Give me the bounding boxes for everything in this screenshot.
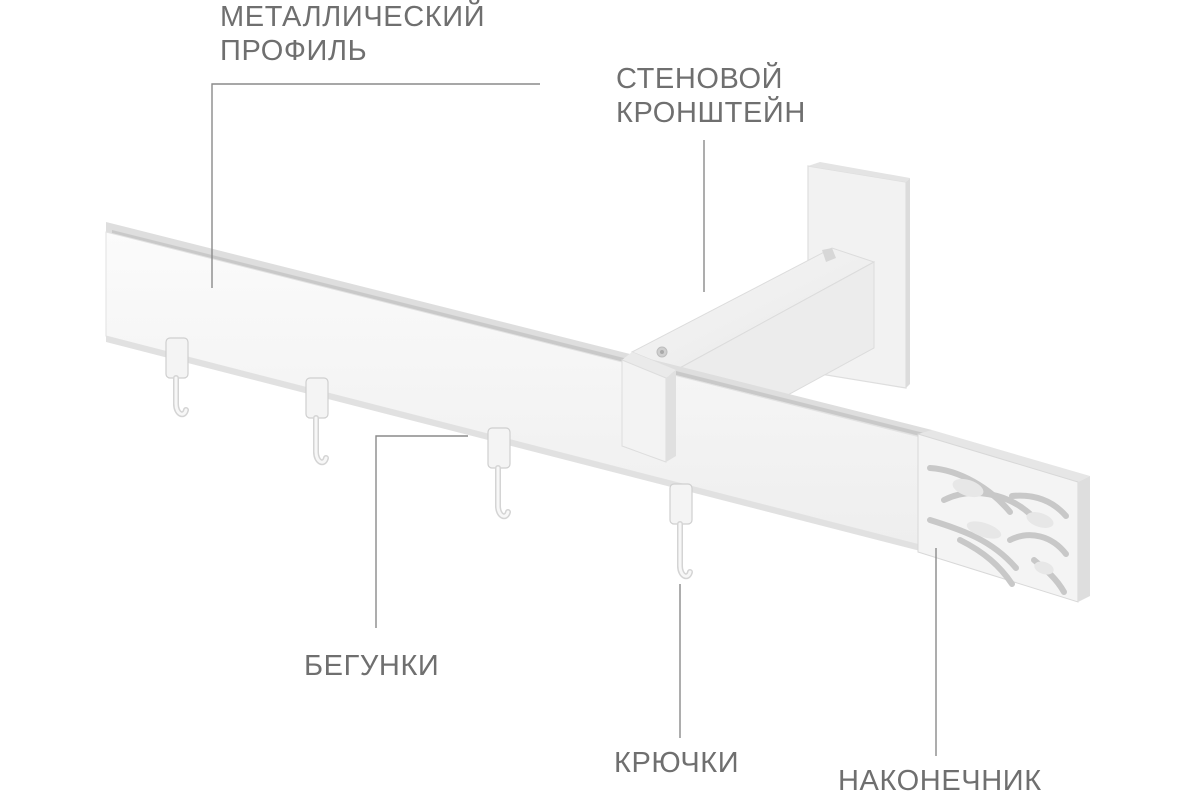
bracket-clamp <box>621 346 676 463</box>
callout-metal-profile-line1: МЕТАЛЛИЧЕСКИЙ <box>220 1 486 33</box>
end-cap-openings <box>952 478 1054 575</box>
callout-metal-profile-line2: ПРОФИЛЬ <box>220 35 368 67</box>
callout-runners-text: БЕГУНКИ <box>304 650 440 682</box>
callout-metal-profile: МЕТАЛЛИЧЕСКИЙ ПРОФИЛЬ <box>220 0 485 68</box>
callout-wall-bracket-line2: КРОНШТЕЙН <box>616 97 806 129</box>
runner-3 <box>487 427 511 520</box>
end-cap <box>917 430 1090 603</box>
callout-hooks-text: КРЮЧКИ <box>614 747 740 779</box>
callout-end-cap-text: НАКОНЕЧНИК <box>838 765 1042 797</box>
callout-hooks: КРЮЧКИ <box>614 746 739 780</box>
callout-wall-bracket-line1: СТЕНОВОЙ <box>616 63 784 95</box>
leader-profile <box>211 83 540 288</box>
runner-4 <box>669 483 693 580</box>
callout-wall-bracket: СТЕНОВОЙ КРОНШТЕЙН <box>616 62 806 130</box>
leader-runners <box>375 435 468 628</box>
runner-1 <box>165 337 189 418</box>
callout-end-cap: НАКОНЕЧНИК <box>838 764 1042 798</box>
callout-runners: БЕГУНКИ <box>304 649 439 683</box>
runner-2 <box>305 377 329 466</box>
